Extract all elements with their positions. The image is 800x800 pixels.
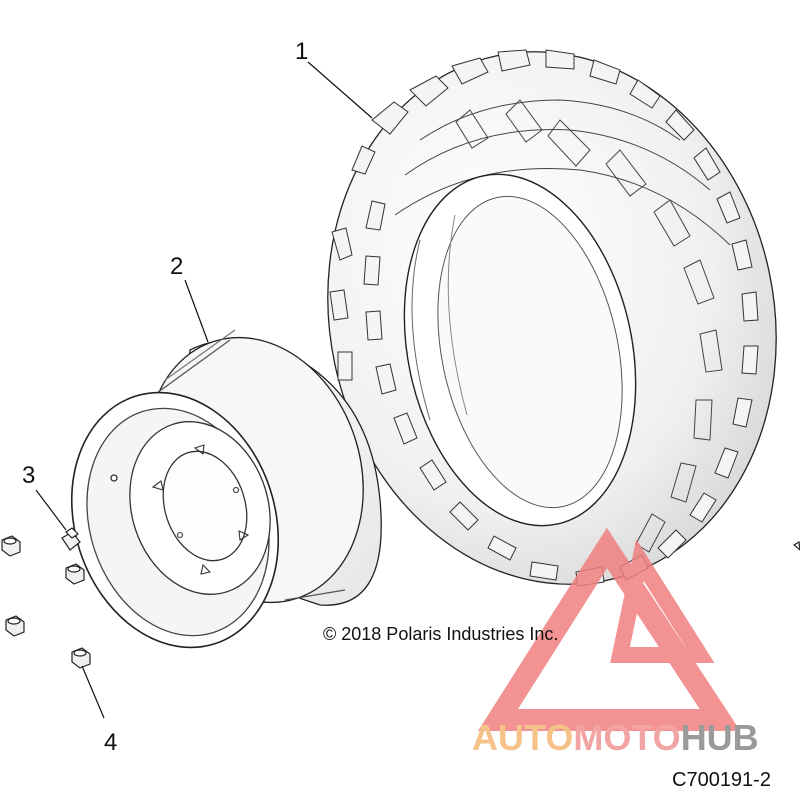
watermark-text-auto: AUTO	[472, 717, 574, 758]
tire-tread-lugs	[394, 99, 731, 553]
diagram-code: C700191-2	[672, 769, 771, 791]
valve-stem	[61, 527, 81, 551]
lug-nut	[65, 563, 85, 585]
watermark-text-moto: MOTO	[573, 717, 681, 758]
copyright-notice: © 2018 Polaris Industries Inc.	[323, 624, 559, 644]
callout-2: 2	[170, 253, 184, 280]
callout-4: 4	[104, 729, 118, 756]
wheel-rim	[70, 329, 382, 649]
watermark-text: AUTOMOTOHUB	[472, 717, 759, 759]
callout-3: 3	[22, 462, 36, 489]
lug-nuts	[1, 535, 800, 669]
callout-1: 1	[295, 38, 309, 65]
watermark-logo	[478, 527, 741, 731]
tire	[327, 49, 777, 587]
lug-nut	[71, 647, 91, 669]
valve-hole	[110, 474, 118, 482]
lug-nut	[1, 535, 21, 557]
tire-tread	[329, 49, 759, 587]
wheel-lug-holes	[151, 444, 250, 575]
lug-nut	[5, 615, 25, 637]
watermark-text-hub: HUB	[680, 717, 759, 758]
leader-lines	[35, 61, 373, 719]
